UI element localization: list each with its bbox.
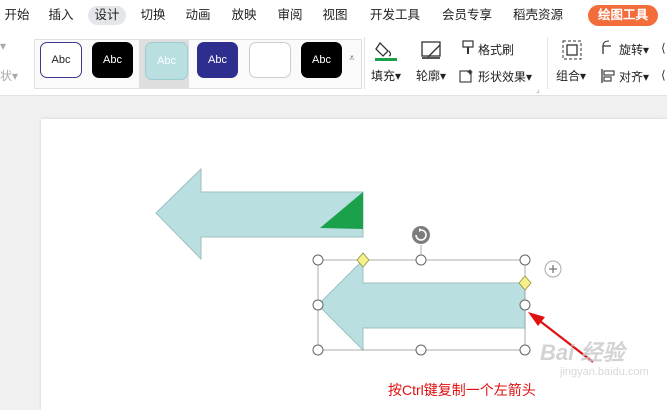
left-arrow-original <box>155 167 364 261</box>
tab-animation[interactable]: 动画 <box>185 8 211 22</box>
format-painter-button[interactable]: 格式刷 <box>478 43 515 57</box>
rotate-icon <box>602 40 611 54</box>
handle-middle-left <box>312 299 324 311</box>
slide[interactable] <box>41 119 667 410</box>
tab-design[interactable]: 设计 <box>88 6 126 25</box>
outline-icon <box>421 41 441 59</box>
watermark-url: jingyan.baidu.com <box>560 366 649 378</box>
shape-style-gallery: Abc Abc Abc Abc Abc <box>34 39 362 89</box>
adjust-handle-head <box>356 252 370 268</box>
handle-bottom-middle <box>415 344 427 356</box>
fill-bucket-icon <box>375 41 397 61</box>
ribbon: ▾ 状▾ Abc Abc Abc Abc Abc ⩡ 填充▾ 轮廓▾ 格式刷 形… <box>0 31 667 96</box>
outline-button[interactable]: 轮廓▾ <box>416 69 447 83</box>
adjust-handle-shaft <box>518 275 532 291</box>
tab-member[interactable]: 会员专享 <box>441 8 492 22</box>
style-swatch-black[interactable]: Abc <box>92 42 133 78</box>
gallery-expand-icon[interactable]: ⩡ <box>349 53 355 64</box>
style-swatch-white[interactable] <box>249 42 291 78</box>
green-triangle <box>320 192 363 229</box>
style-swatch-navy[interactable]: Abc <box>197 42 238 78</box>
style-swatch-black-2[interactable]: Abc <box>301 42 342 78</box>
align-button[interactable]: 对齐▾ <box>619 70 650 84</box>
tab-slideshow[interactable]: 放映 <box>231 8 257 22</box>
tab-review[interactable]: 审阅 <box>277 8 303 22</box>
ribbon-left-chevron: ▾ <box>0 39 7 53</box>
ribbon-separator-2 <box>547 37 548 89</box>
selection-handles <box>312 254 531 356</box>
rotate-handle-icon <box>412 226 430 244</box>
handle-bottom-left <box>312 344 324 356</box>
rotate-button[interactable]: 旋转▾ <box>619 43 650 57</box>
annotation-arrow <box>528 312 594 363</box>
more-icon-2[interactable]: ⟨ <box>661 68 666 82</box>
tab-start[interactable]: 开始 <box>4 8 30 22</box>
watermark-logo: Bai 经验 <box>540 340 625 365</box>
format-painter-icon <box>462 40 474 54</box>
more-icon[interactable]: ⟨ <box>661 41 666 55</box>
style-swatch-outline-navy[interactable]: Abc <box>40 42 82 78</box>
shape-effects-icon <box>459 69 473 83</box>
handle-middle-right <box>519 299 531 311</box>
tab-docer[interactable]: 稻壳资源 <box>512 8 563 22</box>
menu-bar: 开始 插入 设计 切换 动画 放映 审阅 视图 开发工具 会员专享 稻壳资源 绘… <box>0 0 667 31</box>
dialog-launcher-icon[interactable]: ⌟ <box>536 85 540 94</box>
style-swatch-light-teal[interactable]: Abc <box>145 42 188 80</box>
tab-transition[interactable]: 切换 <box>140 8 166 22</box>
group-button[interactable]: 组合▾ <box>556 69 587 83</box>
handle-top-right <box>519 254 531 266</box>
left-arrow-copy <box>317 258 526 352</box>
tab-view[interactable]: 视图 <box>322 8 348 22</box>
handle-top-middle <box>415 254 427 266</box>
ribbon-left-partial: 状▾ <box>0 69 19 83</box>
annotation-text: 按Ctrl键复制一个左箭头 <box>388 382 536 398</box>
align-icon <box>601 69 615 83</box>
slide-canvas <box>0 96 667 410</box>
group-icon <box>562 40 582 60</box>
add-icon <box>544 260 562 278</box>
ribbon-separator <box>364 37 365 89</box>
handle-top-left <box>312 254 324 266</box>
tab-developer[interactable]: 开发工具 <box>369 8 420 22</box>
handle-bottom-right <box>519 344 531 356</box>
tab-insert[interactable]: 插入 <box>48 8 74 22</box>
shape-effects-button[interactable]: 形状效果▾ <box>478 70 533 84</box>
fill-button[interactable]: 填充▾ <box>371 69 402 83</box>
tab-drawing-tools[interactable]: 绘图工具 <box>588 5 658 26</box>
